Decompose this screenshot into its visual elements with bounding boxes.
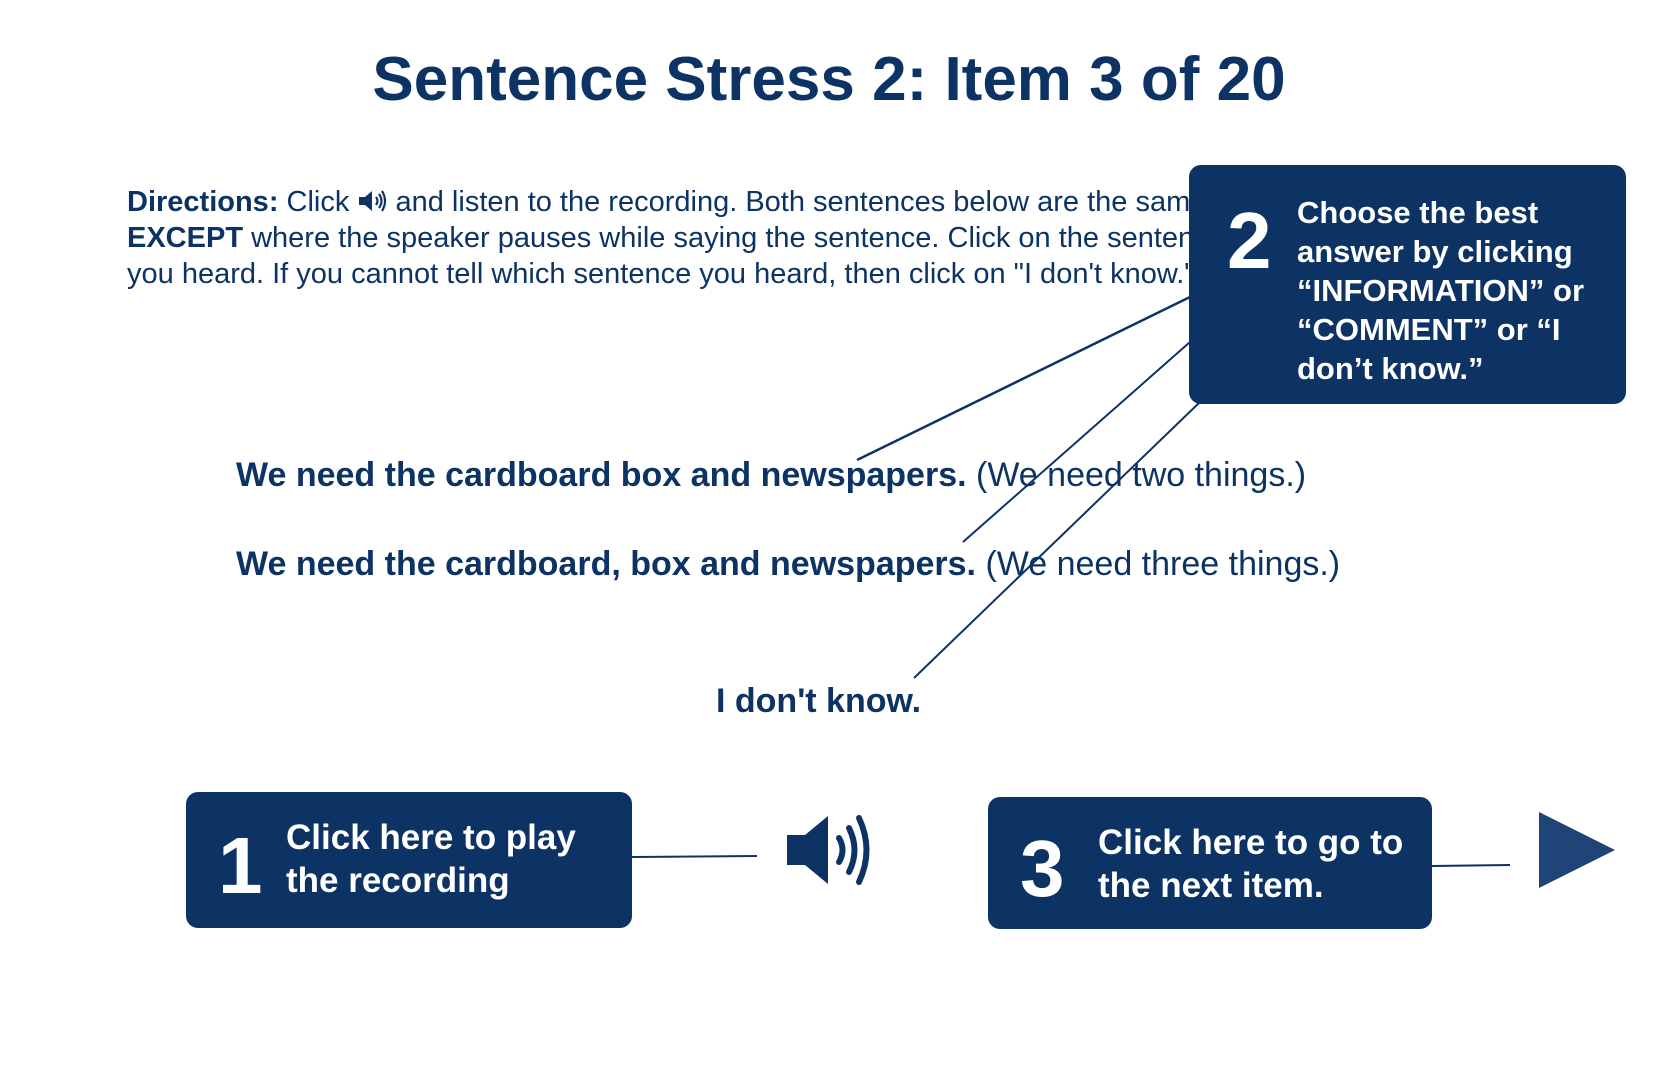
answer-option-information[interactable]: We need the cardboard box and newspapers… [236, 456, 1306, 495]
answer-option-comment[interactable]: We need the cardboard, box and newspaper… [236, 545, 1340, 584]
callout-number: 1 [218, 821, 263, 910]
play-arrow-icon [1539, 812, 1615, 888]
callout-number: 2 [1227, 196, 1272, 285]
directions-text: Directions: Click and listen to the reco… [127, 186, 1217, 290]
speaker-icon [787, 815, 870, 885]
callout-choose-answer: 2 Choose the best answer by clicking “IN… [1189, 165, 1626, 404]
callout-number: 3 [1020, 824, 1065, 913]
speaker-icon [359, 190, 387, 212]
option-sentence: We need the cardboard, box and newspaper… [236, 545, 976, 583]
callout-text: Click here to go to the next item. [1098, 823, 1404, 905]
except-emphasis: EXCEPT [127, 222, 244, 254]
callout-text: Choose the best answer by clicking “INFO… [1297, 195, 1585, 386]
callout-text: Click here to play the recording [286, 818, 576, 900]
answer-option-dont-know[interactable]: I don't know. [716, 682, 922, 720]
play-recording-button[interactable] [783, 810, 883, 890]
next-item-button[interactable] [1535, 808, 1619, 892]
option-note: (We need three things.) [976, 545, 1341, 583]
callout-play-recording: 1 Click here to play the recording [186, 792, 632, 928]
page-title: Sentence Stress 2: Item 3 of 20 [372, 45, 1286, 114]
option-sentence: We need the cardboard box and newspapers… [236, 456, 967, 494]
directions-label: Directions: [127, 186, 279, 218]
callout-next-item: 3 Click here to go to the next item. [988, 797, 1432, 929]
option-note: (We need two things.) [966, 456, 1307, 494]
